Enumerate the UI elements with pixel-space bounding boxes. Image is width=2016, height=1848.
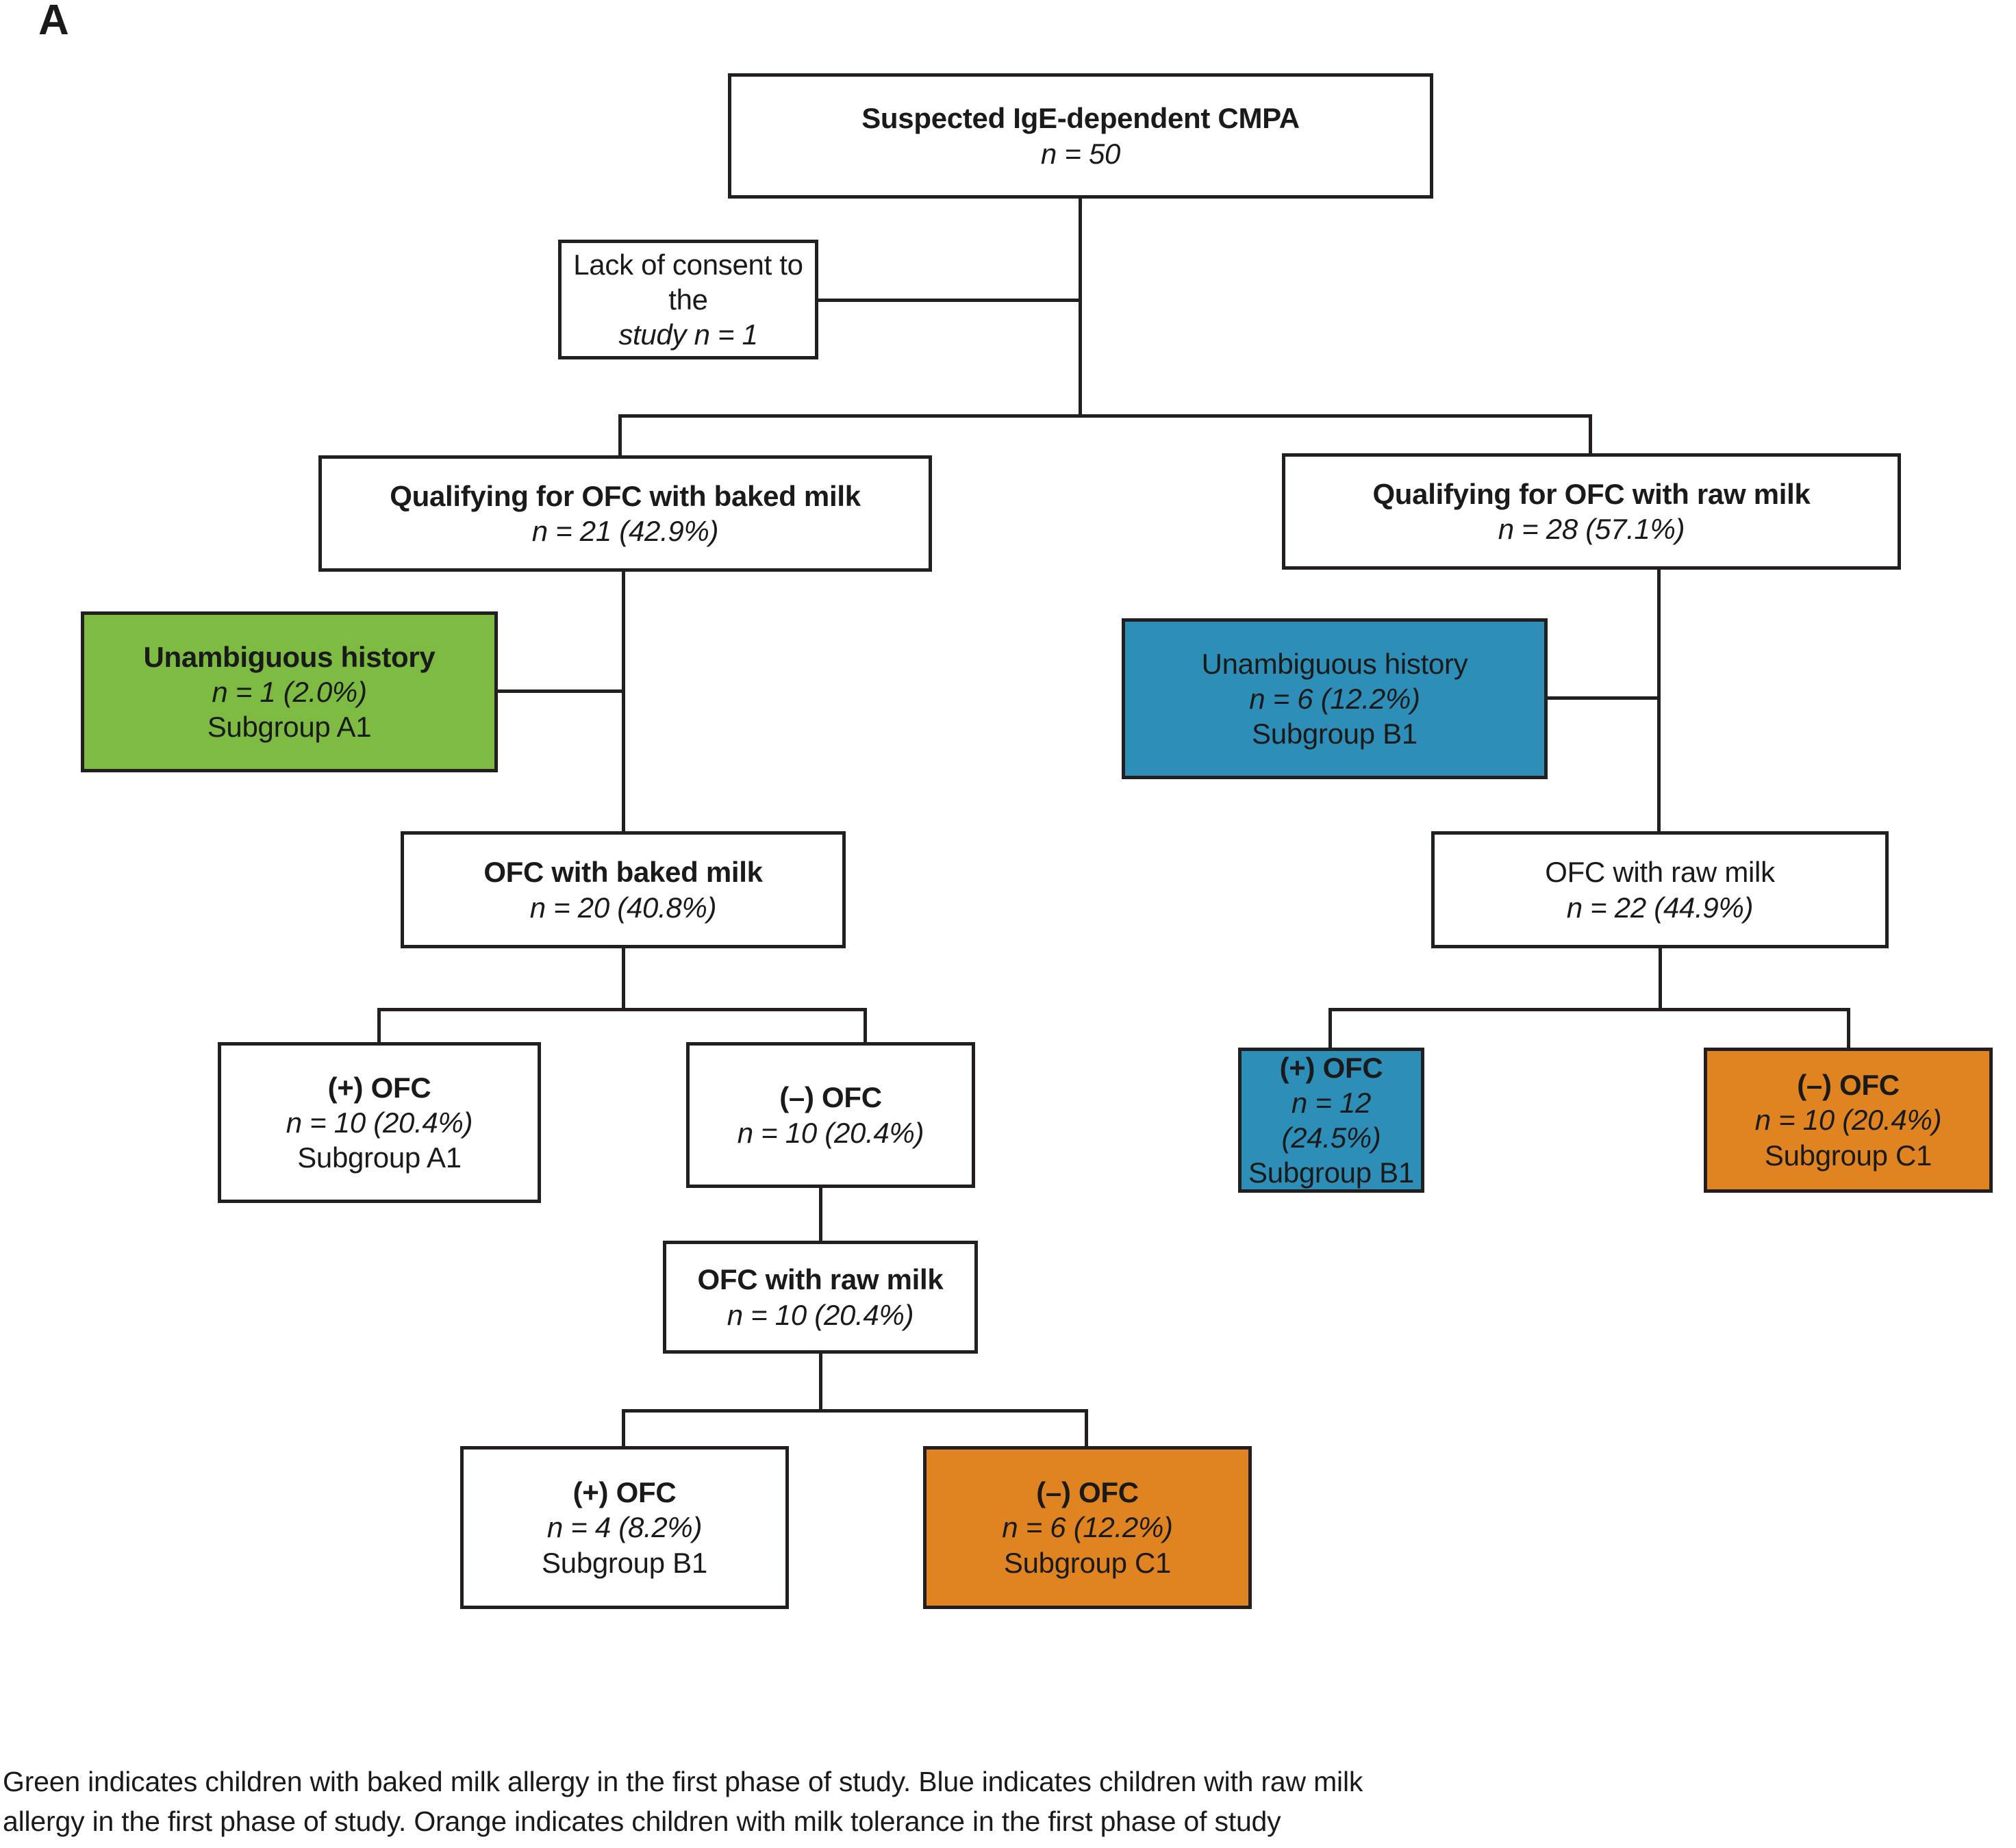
node-qualifying-baked-milk[interactable]: Qualifying for OFC with baked milk n = 2… — [318, 455, 932, 572]
connector-qualbaked-ofcbaked — [622, 570, 625, 831]
connector-ofcbaked-split-left — [377, 1008, 381, 1043]
node-ofc-raw-milk-mid-line2: n = 10 (20.4%) — [727, 1298, 914, 1331]
node-qualifying-baked-milk-line1: Qualifying for OFC with baked milk — [390, 479, 861, 512]
node-positive-ofc-a1[interactable]: (+) OFC n = 10 (20.4%) Subgroup A1 — [218, 1042, 541, 1203]
node-qualifying-raw-milk[interactable]: Qualifying for OFC with raw milk n = 28 … — [1282, 453, 1901, 570]
node-positive-ofc-b1-line3: Subgroup B1 — [1248, 1156, 1414, 1189]
node-positive-ofc-b1-lower-line1: (+) OFC — [572, 1476, 677, 1509]
node-negative-ofc-c1-line1: (–) OFC — [1797, 1069, 1900, 1102]
connector-noconsent-trunk — [815, 299, 1082, 302]
figure-caption: Green indicates children with baked milk… — [3, 1762, 1954, 1841]
connector-ofcrawtop-down — [1659, 948, 1662, 1009]
node-root[interactable]: Suspected IgE-dependent CMPA n = 50 — [728, 73, 1433, 199]
node-qualifying-baked-milk-line2: n = 21 (42.9%) — [531, 515, 719, 547]
node-ofc-baked-milk-line1: OFC with baked milk — [483, 856, 763, 889]
node-negative-ofc-c1-lower-line1: (–) OFC — [1036, 1476, 1139, 1509]
node-negative-ofc-c1-lower[interactable]: (–) OFC n = 6 (12.2%) Subgroup C1 — [923, 1446, 1252, 1609]
connector-bluebox-spine — [1545, 696, 1660, 700]
node-negative-ofc-baked-line2: n = 10 (20.4%) — [737, 1116, 924, 1149]
node-unambiguous-history-b1-line1: Unambiguous history — [1201, 647, 1468, 680]
node-ofc-raw-milk-top-line1: OFC with raw milk — [1545, 856, 1775, 889]
connector-split-right-main — [1589, 414, 1592, 454]
node-unambiguous-history-b1-line3: Subgroup B1 — [1252, 718, 1418, 750]
connector-bottom-splitbar — [622, 1409, 1088, 1413]
connector-bottom-split-left — [622, 1409, 625, 1448]
panel-letter-a: A — [38, 0, 69, 44]
node-negative-ofc-c1-line2: n = 10 (20.4%) — [1754, 1104, 1942, 1137]
connector-negbaked-ofcrawmid — [819, 1188, 822, 1241]
node-lack-of-consent-line2: study n = 1 — [618, 318, 758, 351]
node-root-line2: n = 50 — [1040, 137, 1121, 170]
connector-ofcbaked-splitbar — [377, 1008, 867, 1011]
node-ofc-raw-milk-mid[interactable]: OFC with raw milk n = 10 (20.4%) — [663, 1241, 978, 1354]
connector-greenbox-spine — [495, 689, 625, 693]
node-unambiguous-history-a1-line1: Unambiguous history — [143, 640, 436, 673]
node-unambiguous-history-a1-line2: n = 1 (2.0%) — [212, 675, 367, 708]
connector-ofcrawtop-splitbar — [1328, 1008, 1850, 1011]
node-positive-ofc-b1-line2: n = 12 (24.5%) — [1281, 1086, 1381, 1154]
node-negative-ofc-c1-line3: Subgroup C1 — [1764, 1139, 1932, 1172]
node-unambiguous-history-b1[interactable]: Unambiguous history n = 6 (12.2%) Subgro… — [1122, 618, 1548, 779]
node-qualifying-raw-milk-line2: n = 28 (57.1%) — [1498, 513, 1685, 545]
node-positive-ofc-a1-line2: n = 10 (20.4%) — [286, 1106, 473, 1139]
node-positive-ofc-a1-line1: (+) OFC — [327, 1071, 431, 1104]
node-ofc-raw-milk-top-line2: n = 22 (44.9%) — [1566, 891, 1754, 924]
node-ofc-baked-milk-line2: n = 20 (40.8%) — [529, 891, 717, 924]
node-positive-ofc-b1-line1: (+) OFC — [1279, 1051, 1383, 1084]
node-negative-ofc-c1-lower-line3: Subgroup C1 — [1003, 1546, 1172, 1579]
node-positive-ofc-b1-lower[interactable]: (+) OFC n = 4 (8.2%) Subgroup B1 — [460, 1446, 789, 1609]
connector-ofcrawtop-split-left — [1328, 1008, 1332, 1049]
connector-root-trunk — [1079, 197, 1082, 416]
connector-ofcrawtop-split-right — [1847, 1008, 1850, 1049]
node-negative-ofc-baked[interactable]: (–) OFC n = 10 (20.4%) — [686, 1042, 975, 1188]
connector-bottom-split-right — [1085, 1409, 1088, 1448]
connector-split-left-main — [618, 414, 622, 457]
node-positive-ofc-b1-lower-line2: n = 4 (8.2%) — [546, 1511, 703, 1544]
node-ofc-raw-milk-top[interactable]: OFC with raw milk n = 22 (44.9%) — [1431, 831, 1889, 948]
node-unambiguous-history-a1[interactable]: Unambiguous history n = 1 (2.0%) Subgrou… — [81, 611, 498, 772]
figure-caption-line1: Green indicates children with baked milk… — [3, 1766, 1363, 1797]
node-ofc-baked-milk[interactable]: OFC with baked milk n = 20 (40.8%) — [401, 831, 846, 948]
node-negative-ofc-c1[interactable]: (–) OFC n = 10 (20.4%) Subgroup C1 — [1704, 1048, 1993, 1193]
connector-split-bar-main — [618, 414, 1592, 418]
node-positive-ofc-a1-line3: Subgroup A1 — [297, 1141, 462, 1174]
node-unambiguous-history-b1-line2: n = 6 (12.2%) — [1249, 682, 1420, 715]
node-root-line1: Suspected IgE-dependent CMPA — [861, 102, 1300, 135]
node-unambiguous-history-a1-line3: Subgroup A1 — [207, 711, 372, 744]
connector-qualraw-ofcraw — [1657, 570, 1661, 831]
node-positive-ofc-b1-lower-line3: Subgroup B1 — [542, 1546, 707, 1579]
node-lack-of-consent-line1: Lack of consent to the — [573, 248, 803, 316]
node-lack-of-consent[interactable]: Lack of consent to the study n = 1 — [558, 240, 818, 359]
node-negative-ofc-baked-line1: (–) OFC — [779, 1081, 882, 1114]
node-negative-ofc-c1-lower-line2: n = 6 (12.2%) — [1002, 1511, 1173, 1544]
node-ofc-raw-milk-mid-line1: OFC with raw milk — [697, 1263, 944, 1296]
node-positive-ofc-b1[interactable]: (+) OFC n = 12 (24.5%) Subgroup B1 — [1238, 1048, 1424, 1193]
connector-ofcbaked-down — [622, 948, 625, 1009]
connector-ofcrawmid-down — [819, 1352, 822, 1410]
figure-caption-line2: allergy in the first phase of study. Ora… — [3, 1806, 1281, 1838]
connector-ofcbaked-split-right — [864, 1008, 867, 1043]
node-qualifying-raw-milk-line1: Qualifying for OFC with raw milk — [1372, 477, 1811, 510]
